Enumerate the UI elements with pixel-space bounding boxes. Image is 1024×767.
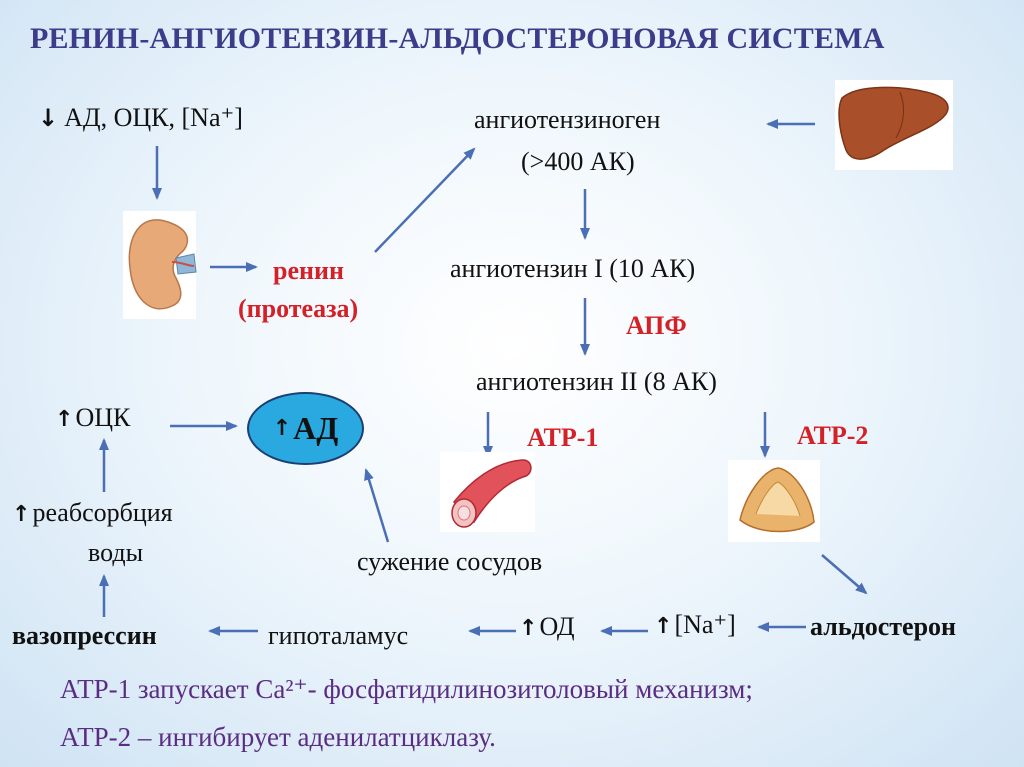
atr2-label: АТР-2 — [797, 421, 869, 450]
up-arrow-icon: ↑ — [654, 614, 673, 639]
atr1-label: АТР-1 — [527, 423, 599, 452]
up-arrow-icon: ↑ — [12, 502, 31, 527]
aldosterone-label: альдостерон — [810, 612, 957, 641]
water-label: воды — [88, 538, 144, 567]
od-label: ↑ОД — [519, 612, 575, 641]
vasopressin-label: вазопрессин — [12, 621, 157, 650]
apf-label: АПФ — [626, 311, 687, 340]
arrow-renin-to-angiotensinogen — [374, 147, 476, 253]
page-title: РЕНИН-АНГИОТЕНЗИН-АЛЬДОСТЕРОНОВАЯ СИСТЕМ… — [30, 22, 885, 55]
adrenal-gland-icon — [728, 460, 820, 542]
down-arrow-icon: ↓ — [38, 104, 59, 132]
up-arrow-icon: ↑ — [519, 616, 538, 641]
na-label: ↑[Na⁺] — [654, 610, 736, 639]
hypothalamus-label: гипоталамус — [268, 621, 409, 650]
ock-label: ↑ОЦК — [55, 403, 131, 432]
arrows — [99, 119, 868, 636]
arrow-adrenal-to-aldosterone — [821, 554, 868, 595]
blood-vessel-icon — [440, 452, 535, 532]
renin-label: ренин — [273, 256, 344, 285]
up-arrow-icon: ↑ — [55, 407, 74, 432]
trigger-ad-ock-na: ↓АД, ОЦК, [Na⁺] — [38, 103, 243, 132]
note-atr2: АТР-2 – ингибирует аденилатциклазу. — [60, 722, 496, 752]
angiotensin1-label: ангиотензин I (10 АК) — [450, 254, 696, 283]
arrow-vasoconstriction-to-ad — [364, 468, 390, 543]
protease-label: (протеаза) — [238, 294, 359, 323]
reabsorption-label: ↑реабсорбция — [12, 498, 173, 527]
kidney-icon — [123, 211, 197, 319]
vasoconstriction-label: сужение сосудов — [357, 547, 543, 576]
ad-ellipse: ↑АД — [247, 392, 364, 465]
angiotensinogen-size: (>400 АК) — [521, 147, 635, 176]
angiotensinogen-label: ангиотензиноген — [474, 105, 661, 134]
note-atr1: АТР-1 запускает Ca²⁺- фосфатидилинозитол… — [60, 674, 753, 704]
up-arrow-icon: ↑ — [272, 416, 292, 441]
angiotensin2-label: ангиотензин II (8 АК) — [476, 367, 717, 396]
liver-icon — [835, 80, 953, 170]
